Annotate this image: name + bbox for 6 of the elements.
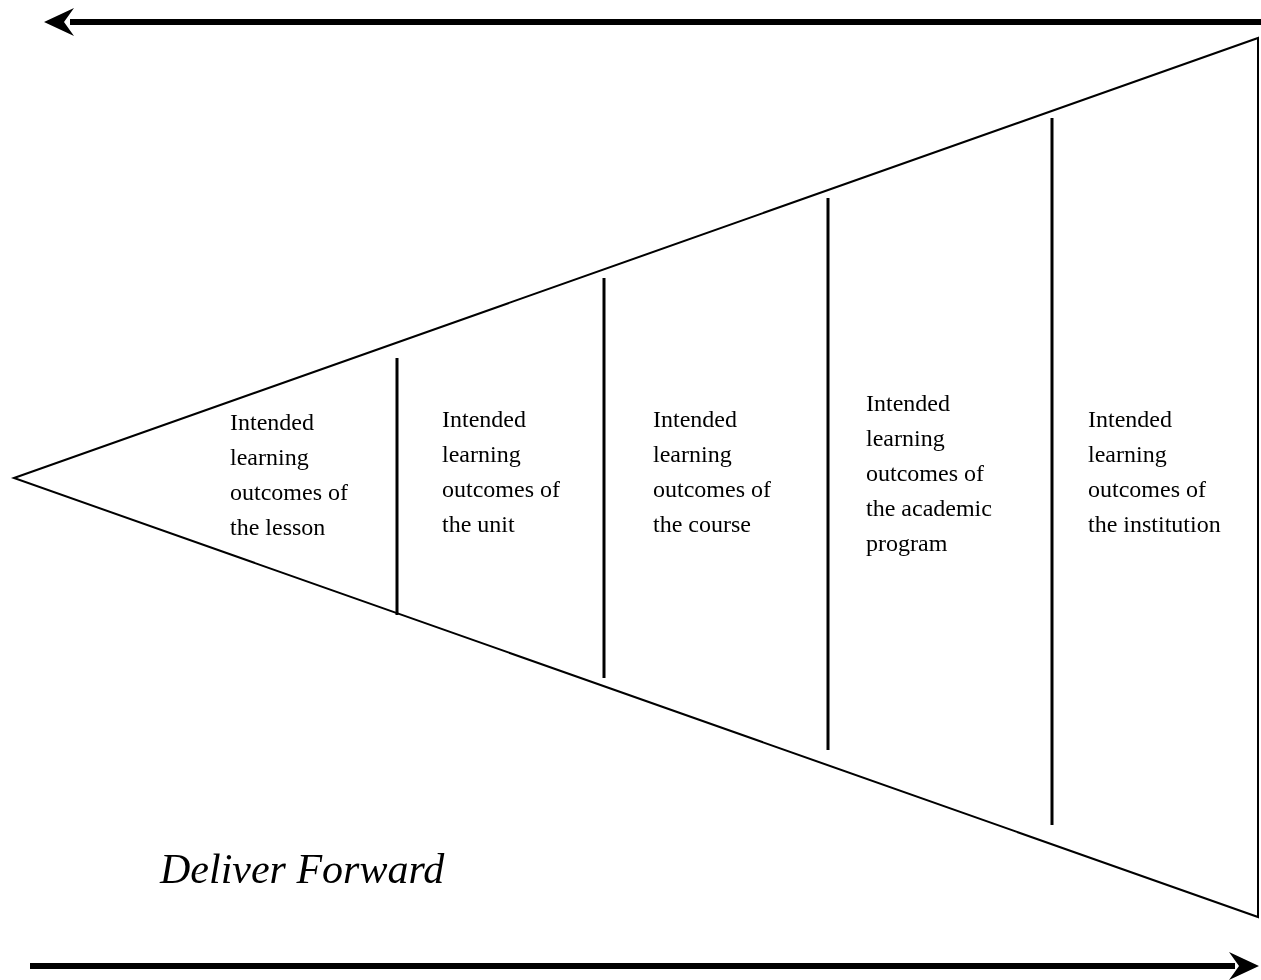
outcome-label: Intended learning outcomes of the unit xyxy=(442,402,592,542)
outcome-label: Intended learning outcomes of the institution xyxy=(1088,402,1238,542)
outcome-label: Intended learning outcomes of the academic program xyxy=(866,386,1016,561)
direction-caption: Deliver Forward xyxy=(160,845,445,893)
outcome-label: Intended learning outcomes of the course xyxy=(653,402,803,542)
outcome-label: Intended learning outcomes of the lesson xyxy=(230,405,380,545)
